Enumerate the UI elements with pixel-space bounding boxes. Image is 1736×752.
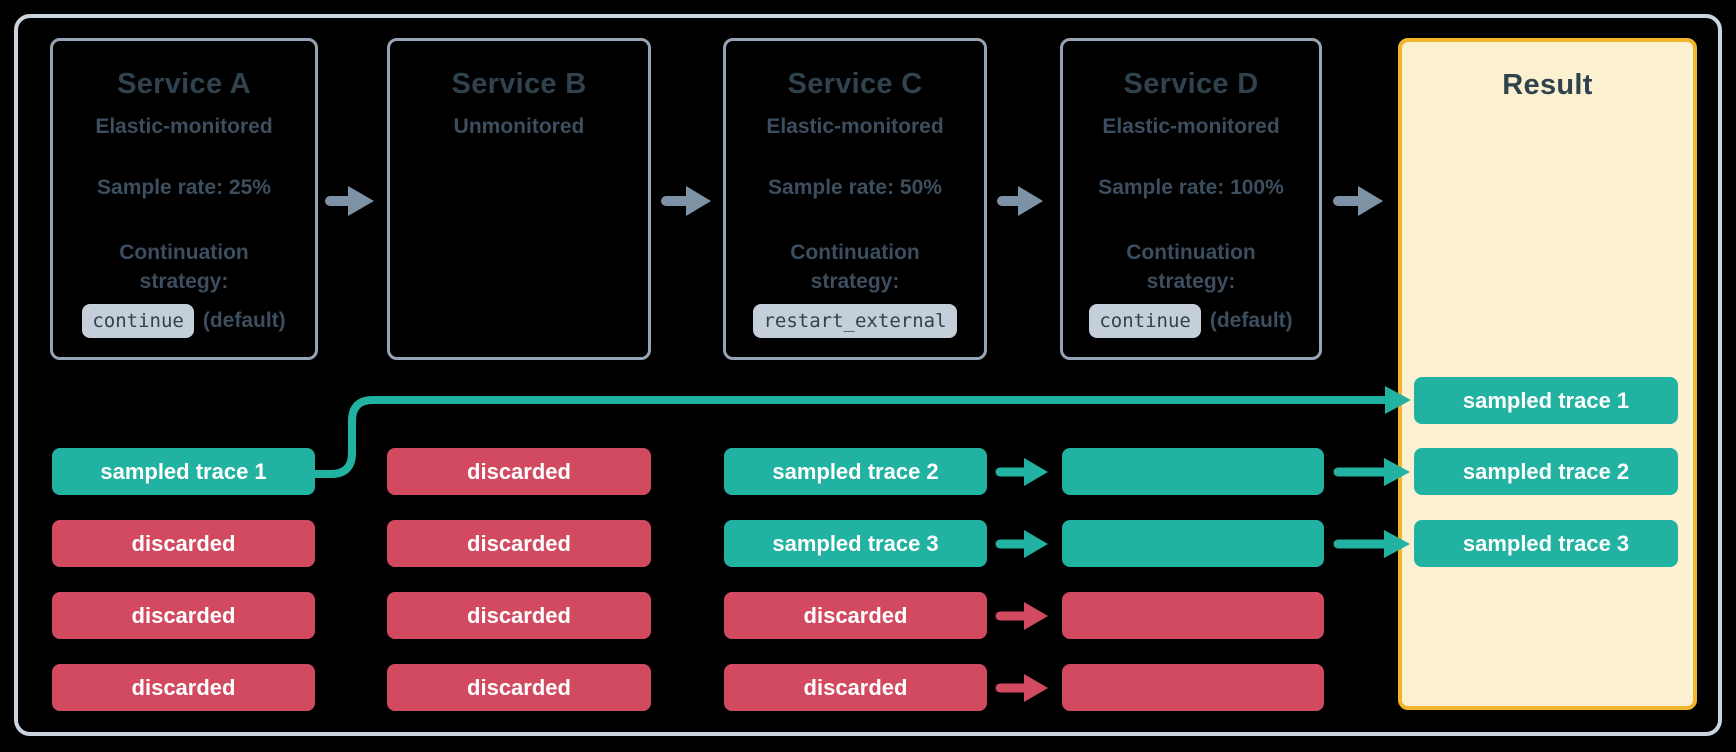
trace-bar [1062, 520, 1324, 567]
service-d-continuation-label: Continuation strategy: [1126, 241, 1256, 293]
service-a-title: Service A [117, 68, 251, 100]
service-b-monitoring: Unmonitored [453, 115, 585, 138]
service-box-d: Service D Elastic-monitored Sample rate:… [1060, 38, 1322, 360]
service-c-strategy-row: restart_external [726, 304, 984, 338]
result-trace-badge: sampled trace 2 [1414, 448, 1678, 495]
strategy-code-chip: continue [1089, 304, 1201, 338]
service-b-title: Service B [451, 68, 587, 100]
trace-badge: sampled trace 3 [724, 520, 987, 567]
trace-badge: discarded [387, 664, 651, 711]
service-d-strategy-row: continue (default) [1063, 304, 1319, 338]
service-d-title: Service D [1123, 68, 1259, 100]
outer-frame [14, 14, 1722, 736]
trace-badge: discarded [387, 520, 651, 567]
trace-badge: discarded [52, 520, 315, 567]
result-trace-badge: sampled trace 3 [1414, 520, 1678, 567]
trace-badge: discarded [52, 664, 315, 711]
trace-badge: discarded [387, 592, 651, 639]
strategy-default-note: (default) [1209, 309, 1293, 332]
service-c-title: Service C [787, 68, 923, 100]
service-a-sample-rate: Sample rate: 25% [97, 176, 271, 199]
result-box: Result [1398, 38, 1697, 710]
result-title: Result [1502, 69, 1593, 101]
service-a-continuation-label: Continuation strategy: [119, 241, 249, 293]
service-c-continuation-label: Continuation strategy: [790, 241, 920, 293]
service-c-monitoring: Elastic-monitored [766, 115, 944, 138]
service-box-a: Service A Elastic-monitored Sample rate:… [50, 38, 318, 360]
trace-badge: discarded [724, 592, 987, 639]
strategy-code-chip: continue [82, 304, 194, 338]
service-d-sample-rate: Sample rate: 100% [1098, 176, 1284, 199]
trace-bar [1062, 664, 1324, 711]
trace-badge: discarded [52, 592, 315, 639]
service-c-sample-rate: Sample rate: 50% [768, 176, 942, 199]
trace-badge: sampled trace 2 [724, 448, 987, 495]
trace-bar [1062, 592, 1324, 639]
strategy-code-chip: restart_external [753, 304, 957, 338]
strategy-default-note: (default) [202, 309, 286, 332]
service-box-c: Service C Elastic-monitored Sample rate:… [723, 38, 987, 360]
service-box-b: Service B Unmonitored [387, 38, 651, 360]
service-a-monitoring: Elastic-monitored [95, 115, 273, 138]
trace-badge: sampled trace 1 [52, 448, 315, 495]
trace-bar [1062, 448, 1324, 495]
trace-badge: discarded [724, 664, 987, 711]
result-trace-badge: sampled trace 1 [1414, 377, 1678, 424]
service-a-strategy-row: continue (default) [53, 304, 315, 338]
service-d-monitoring: Elastic-monitored [1102, 115, 1280, 138]
trace-badge: discarded [387, 448, 651, 495]
